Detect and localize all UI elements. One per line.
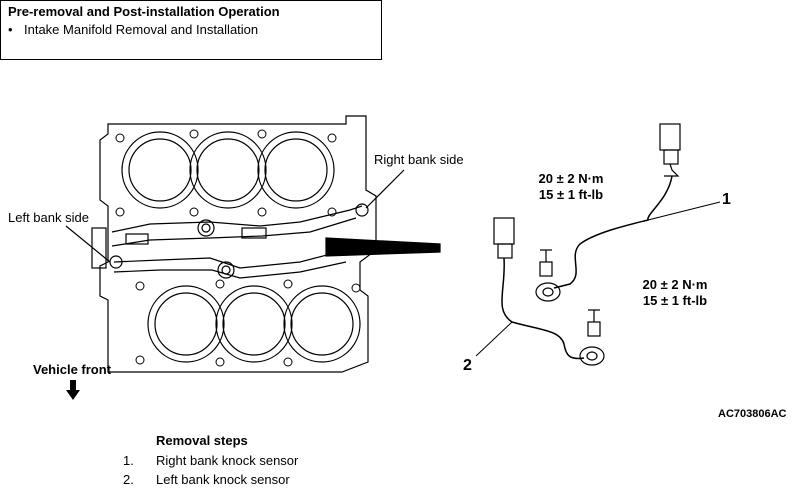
torque-upper-imperial: 15 ± 1 ft-lb [538,187,604,202]
valley-harness [91,203,369,279]
right-bank-leader [365,169,405,209]
callout-1: 1 [722,191,731,208]
pre-removal-title: Pre-removal and Post-installation Operat… [8,4,280,19]
torque-spec-lower: 20 ± 2 N·m 15 ± 1 ft-lb [630,277,720,309]
left-bank-cylinders [147,285,361,363]
right-bank-label: Right bank side [374,152,464,167]
engine-block-outline [99,115,377,373]
removal-steps-title: Removal steps [156,433,248,448]
vehicle-front-label: Vehicle front [33,362,112,377]
right-bank-knock-sensor [535,123,721,302]
torque-spec-upper: 20 ± 2 N·m 15 ± 1 ft-lb [526,171,616,203]
step-number: 2. [123,472,134,487]
vehicle-front-arrow-icon [66,380,80,400]
removal-step: 1. Right bank knock sensor [123,453,383,469]
torque-lower-imperial: 15 ± 1 ft-lb [642,293,708,308]
step-text: Left bank knock sensor [156,472,290,487]
figure-code: AC703806AC [718,408,787,420]
zoom-wedge [325,237,441,257]
right-bank-cylinders [121,131,335,209]
callout-2: 2 [463,357,472,374]
torque-lower-metric: 20 ± 2 N·m [642,277,708,292]
pre-removal-item-text: Intake Manifold Removal and Installation [24,22,259,37]
left-bank-knock-sensor [475,217,605,366]
step-text: Right bank knock sensor [156,453,299,468]
pre-removal-item: • Intake Manifold Removal and Installatio… [8,22,258,37]
torque-upper-metric: 20 ± 2 N·m [538,171,604,186]
pre-removal-box: Pre-removal and Post-installation Operat… [0,0,382,60]
left-bank-label: Left bank side [8,210,89,225]
removal-step: 2. Left bank knock sensor [123,472,383,488]
step-number: 1. [123,453,134,468]
bullet-icon: • [8,22,13,37]
left-bank-leader [65,225,111,263]
